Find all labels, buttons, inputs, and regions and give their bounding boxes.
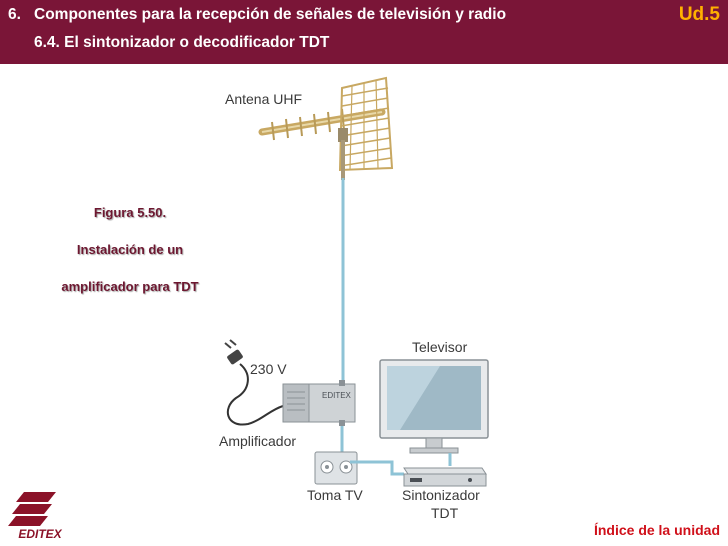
antenna-icon [258, 76, 394, 180]
tv-label: Televisor [412, 339, 468, 355]
amplifier-label: Amplificador [219, 433, 296, 449]
tuner-label-1: Sintonizador [402, 487, 480, 503]
figure-caption: Figura 5.50. Instalación de un amplifica… [40, 205, 220, 294]
editex-logo: EDITEX [8, 492, 63, 541]
subsection-title: 6.4. El sintonizador o decodificador TDT [34, 34, 330, 51]
amplifier-icon [282, 380, 356, 426]
tuner-icon [403, 467, 487, 487]
unit-badge: Ud.5 [678, 4, 720, 25]
caption-line-2: amplificador para TDT [61, 279, 199, 294]
socket-tuner-cable [350, 460, 404, 476]
section-title: Componentes para la recepción de señales… [34, 6, 507, 23]
index-link[interactable]: Índice de la unidad [593, 522, 720, 538]
section-number: 6. [8, 6, 21, 23]
section-title-row: 6. Componentes para la recepción de señal… [8, 6, 506, 24]
wall-socket-icon [314, 451, 358, 485]
television-icon [379, 359, 489, 454]
amplifier-brand: EDITEX [322, 391, 352, 400]
caption-line-1: Instalación de un [76, 242, 184, 257]
editex-logo-text: EDITEX [18, 527, 62, 541]
header-bar: 6. Componentes para la recepción de señal… [0, 0, 728, 64]
antenna-label: Antena UHF [225, 91, 302, 107]
figure-number: Figura 5.50. [93, 205, 167, 220]
power-label: 230 V [250, 361, 287, 377]
tuner-label-2: TDT [431, 505, 459, 521]
socket-label: Toma TV [307, 487, 363, 503]
power-plug-icon [224, 339, 284, 426]
